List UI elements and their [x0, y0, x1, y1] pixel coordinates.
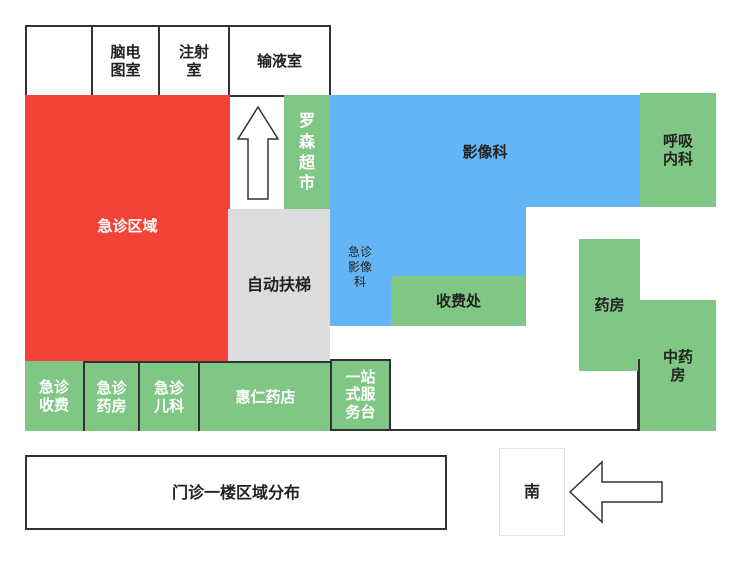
room-right-blank [640, 207, 716, 300]
map-title: 门诊一楼区域分布 [25, 455, 447, 530]
room-emergency-pharmacy: 急诊 药房 [85, 361, 140, 431]
up-arrow-icon [236, 105, 280, 200]
room-escalator: 自动扶梯 [228, 209, 330, 361]
room-tcm-pharmacy: 中药 房 [640, 300, 716, 431]
room-imaging: 影像科 [462, 143, 508, 161]
room-injection: 注射 室 [158, 25, 230, 97]
imaging-region-top [330, 95, 640, 207]
room-brain-ecg: 脑电 图室 [91, 25, 160, 97]
room-respiratory: 呼吸 内科 [640, 93, 716, 207]
room-huiren-pharmacy: 惠仁药店 [200, 361, 331, 431]
room-pharmacy: 药房 [579, 239, 640, 371]
room-cashier: 收费处 [391, 276, 526, 326]
corridor-right-wall [637, 371, 639, 431]
room-luosen-market: 罗 森 超 市 [284, 95, 330, 210]
left-arrow-shape [568, 460, 663, 524]
room-emergency-area: 急诊区域 [25, 95, 230, 361]
room-emergency-pediatrics: 急诊 儿科 [140, 361, 200, 431]
room-infusion: 输液室 [228, 25, 331, 97]
left-arrow-icon [568, 460, 663, 524]
compass-south-label: 南 [499, 448, 565, 536]
room-one-stop-service: 一站 式服 务台 [330, 359, 391, 431]
up-arrow-shape [236, 105, 280, 200]
room-blank-top-left [25, 25, 93, 97]
corridor-outline [390, 359, 640, 431]
room-emergency-imaging: 急诊 影像 科 [347, 244, 372, 289]
room-emergency-cashier: 急诊 收费 [25, 361, 85, 431]
